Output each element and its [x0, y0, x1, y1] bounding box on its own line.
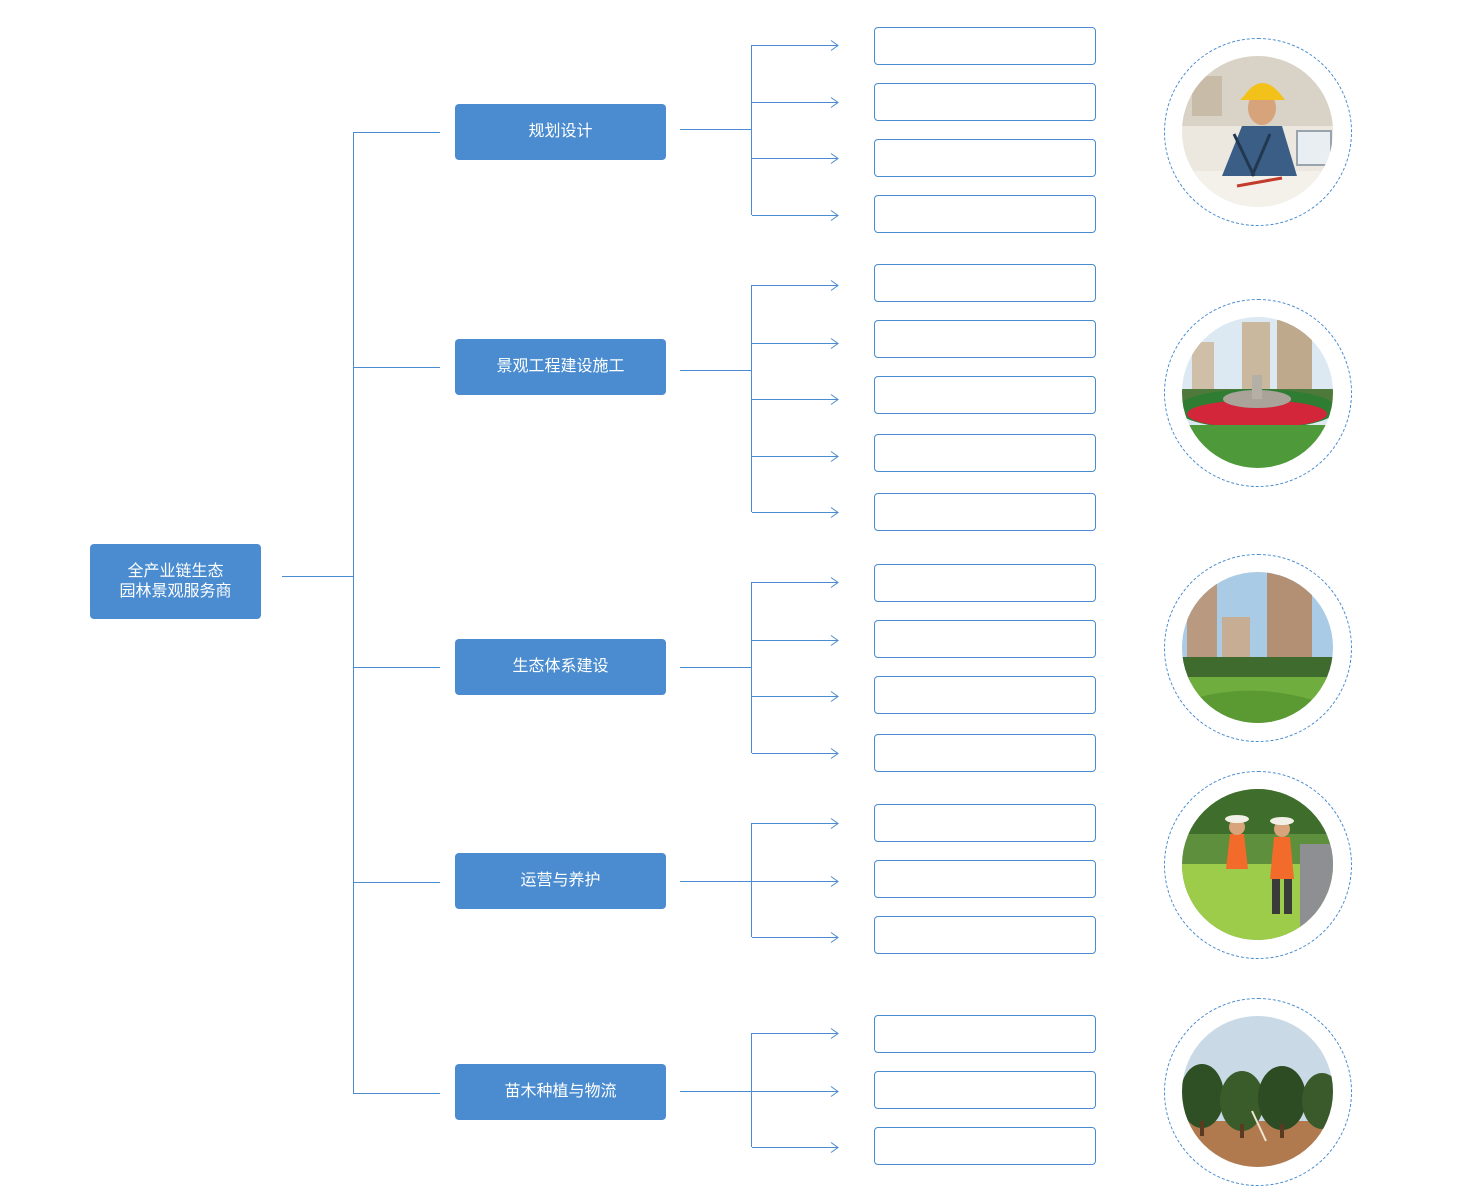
item-box: [874, 916, 1096, 954]
item-box: [874, 734, 1096, 772]
arrow-head-icon: [830, 635, 839, 646]
item-box: [874, 860, 1096, 898]
photo-frame-ecosystem: [1164, 554, 1352, 742]
category-planning-design: 规划设计: [455, 104, 666, 160]
item-box: [874, 564, 1096, 602]
arrow-head-icon: [830, 40, 839, 51]
item-box: [874, 264, 1096, 302]
arrow-head-icon: [830, 1028, 839, 1039]
item-box: [874, 620, 1096, 658]
arrow-head-icon: [830, 451, 839, 462]
category-nursery-logistics: 苗木种植与物流: [455, 1064, 666, 1120]
arrow-head-icon: [830, 748, 839, 759]
category-ecosystem-building: 生态体系建设: [455, 639, 666, 695]
photo-frame-construction: [1164, 299, 1352, 487]
arrow-head-icon: [830, 577, 839, 588]
item-box: [874, 83, 1096, 121]
category-operation-maintenance: 运营与养护: [455, 853, 666, 909]
fountain-garden-photo-icon: [1182, 317, 1333, 468]
arrow-head-icon: [830, 818, 839, 829]
arrow-head-icon: [830, 97, 839, 108]
arrow-head-icon: [830, 280, 839, 291]
item-box: [874, 195, 1096, 233]
root-label-line2: 园林景观服务商: [119, 582, 232, 600]
arrow-head-icon: [830, 153, 839, 164]
photo-frame-nursery: [1164, 998, 1352, 1186]
residential-lawn-photo-icon: [1182, 572, 1333, 723]
item-box: [874, 376, 1096, 414]
photo-frame-planning: [1164, 38, 1352, 226]
arrow-head-icon: [830, 1086, 839, 1097]
root-label-line1: 全产业链生态: [127, 562, 224, 580]
arrow-head-icon: [830, 876, 839, 887]
arrow-head-icon: [830, 338, 839, 349]
item-box: [874, 139, 1096, 177]
arrow-head-icon: [830, 210, 839, 221]
category-landscape-construction: 景观工程建设施工: [455, 339, 666, 395]
item-box: [874, 1071, 1096, 1109]
item-box: [874, 27, 1096, 65]
photo-frame-maintenance: [1164, 771, 1352, 959]
engineer-photo-icon: [1182, 56, 1333, 207]
item-box: [874, 1127, 1096, 1165]
item-box: [874, 320, 1096, 358]
arrow-head-icon: [830, 932, 839, 943]
arrow-head-icon: [830, 507, 839, 518]
root-node: 全产业链生态 园林景观服务商: [90, 544, 261, 619]
arrow-head-icon: [830, 394, 839, 405]
gardeners-trimming-photo-icon: [1182, 789, 1333, 940]
item-box: [874, 804, 1096, 842]
nursery-trees-photo-icon: [1182, 1016, 1333, 1167]
item-box: [874, 493, 1096, 531]
arrow-head-icon: [830, 691, 839, 702]
item-box: [874, 1015, 1096, 1053]
item-box: [874, 434, 1096, 472]
item-box: [874, 676, 1096, 714]
arrow-head-icon: [830, 1142, 839, 1153]
